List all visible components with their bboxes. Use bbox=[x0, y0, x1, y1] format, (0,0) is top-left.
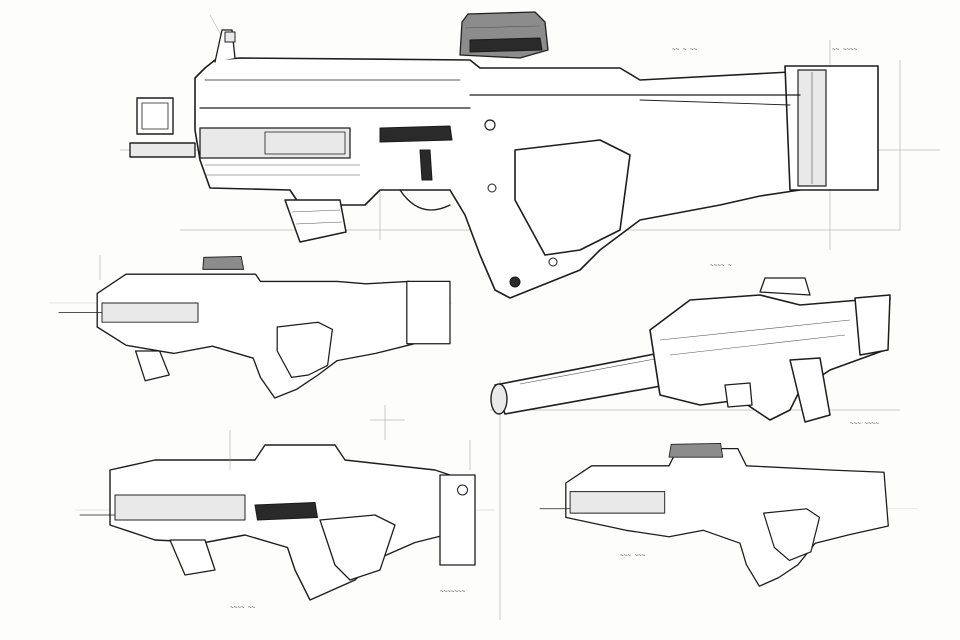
note-4: ~~~ ~~~~ bbox=[850, 420, 879, 427]
view-mid-right bbox=[490, 277, 900, 620]
note-3: ~~~~ ~ bbox=[710, 262, 732, 269]
view-bottom-right bbox=[539, 443, 919, 587]
note-1: ~~ ~ ~~ bbox=[672, 46, 698, 53]
view-bottom-left bbox=[75, 444, 495, 601]
construction-marks bbox=[99, 255, 471, 470]
note-6: ~~~~ ~~ bbox=[230, 604, 256, 611]
main-view bbox=[120, 11, 940, 299]
view-mid-left bbox=[49, 255, 453, 399]
note-5: ~~~~~~~ bbox=[440, 588, 466, 595]
note-2: ~~ ~~~~ bbox=[832, 46, 858, 53]
note-7: ~~~ ~~~ bbox=[620, 552, 646, 559]
